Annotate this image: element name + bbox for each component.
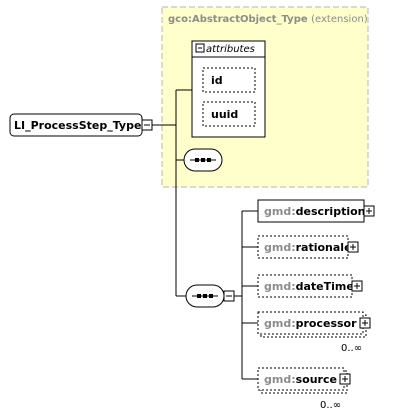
attribute-uuid-box[interactable]	[202, 101, 256, 127]
root-type-label: LI_ProcessStep_Type	[14, 119, 141, 132]
source-cardinality: 0..∞	[320, 400, 341, 411]
extension-title: gco:AbstractObject_Type (extension)	[168, 14, 368, 25]
element-description-label: gmd:description	[264, 205, 366, 218]
attribute-uuid: uuid	[211, 108, 238, 121]
element-datetime-label: gmd:dateTime	[264, 280, 354, 293]
attributes-label: attributes	[206, 44, 255, 55]
processor-cardinality: 0..∞	[341, 343, 362, 354]
sequence-2-dot-b	[203, 294, 207, 298]
sequence-1-dot-a	[195, 158, 199, 162]
element-source-label: gmd:source	[264, 373, 337, 386]
attribute-id-box[interactable]	[202, 67, 256, 93]
sequence-2-dot-a	[197, 294, 201, 298]
element-processor-label: gmd:processor	[264, 317, 357, 330]
attribute-id: id	[211, 74, 223, 87]
sequence-1-dot-c	[207, 158, 211, 162]
element-rationale-label: gmd:rationale	[264, 241, 352, 254]
sequence-2-dot-c	[209, 294, 213, 298]
sequence-1-dot-b	[201, 158, 205, 162]
